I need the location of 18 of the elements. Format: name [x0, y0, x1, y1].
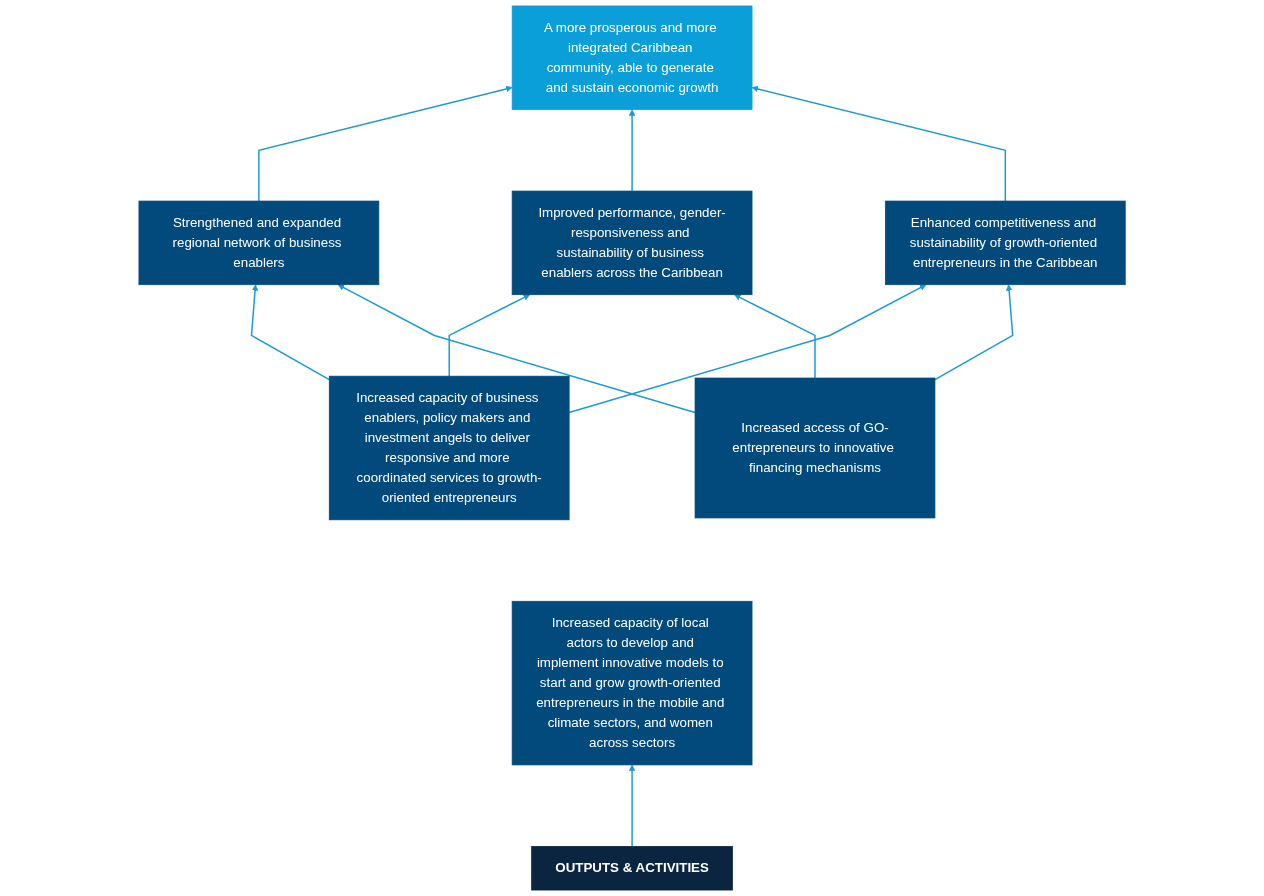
arrow — [337, 284, 696, 414]
node-box: Improved performance, gender-responsiveness and sustainability of business enablers across the Caribbean — [511, 190, 753, 296]
arrow — [934, 284, 1014, 381]
arrow — [628, 109, 636, 192]
arrow — [568, 284, 927, 414]
arrow — [751, 85, 1006, 202]
node-box: Enhanced competitiveness and sustainability of growth-oriented entrepreneurs in the Caribbean — [884, 200, 1126, 286]
node-box: Increased capacity of business enablers, policy makers and investment angels to deliver responsive and more coordinated services to growth-oriented entrepreneurs — [328, 375, 570, 521]
arrow — [250, 284, 330, 381]
arrow — [448, 294, 530, 377]
node-box: A more prosperous and more integrated Caribbean community, able to generate and sustain economic growth — [511, 5, 753, 110]
arrow — [628, 764, 636, 848]
arrow — [734, 294, 816, 379]
node-box: Strengthened and expanded regional network of business enablers — [138, 200, 380, 286]
node-box: OUTPUTS & ACTIVITIES — [531, 846, 733, 891]
node-box: Increased access of GO-entrepreneurs to innovative financing mechanisms — [694, 377, 936, 519]
node-box: Increased capacity of local actors to develop and implement innovative models to start and grow growth-oriented entrepreneurs in the mobile and climate sectors, and women across sectors — [511, 600, 753, 766]
arrow — [258, 85, 513, 202]
